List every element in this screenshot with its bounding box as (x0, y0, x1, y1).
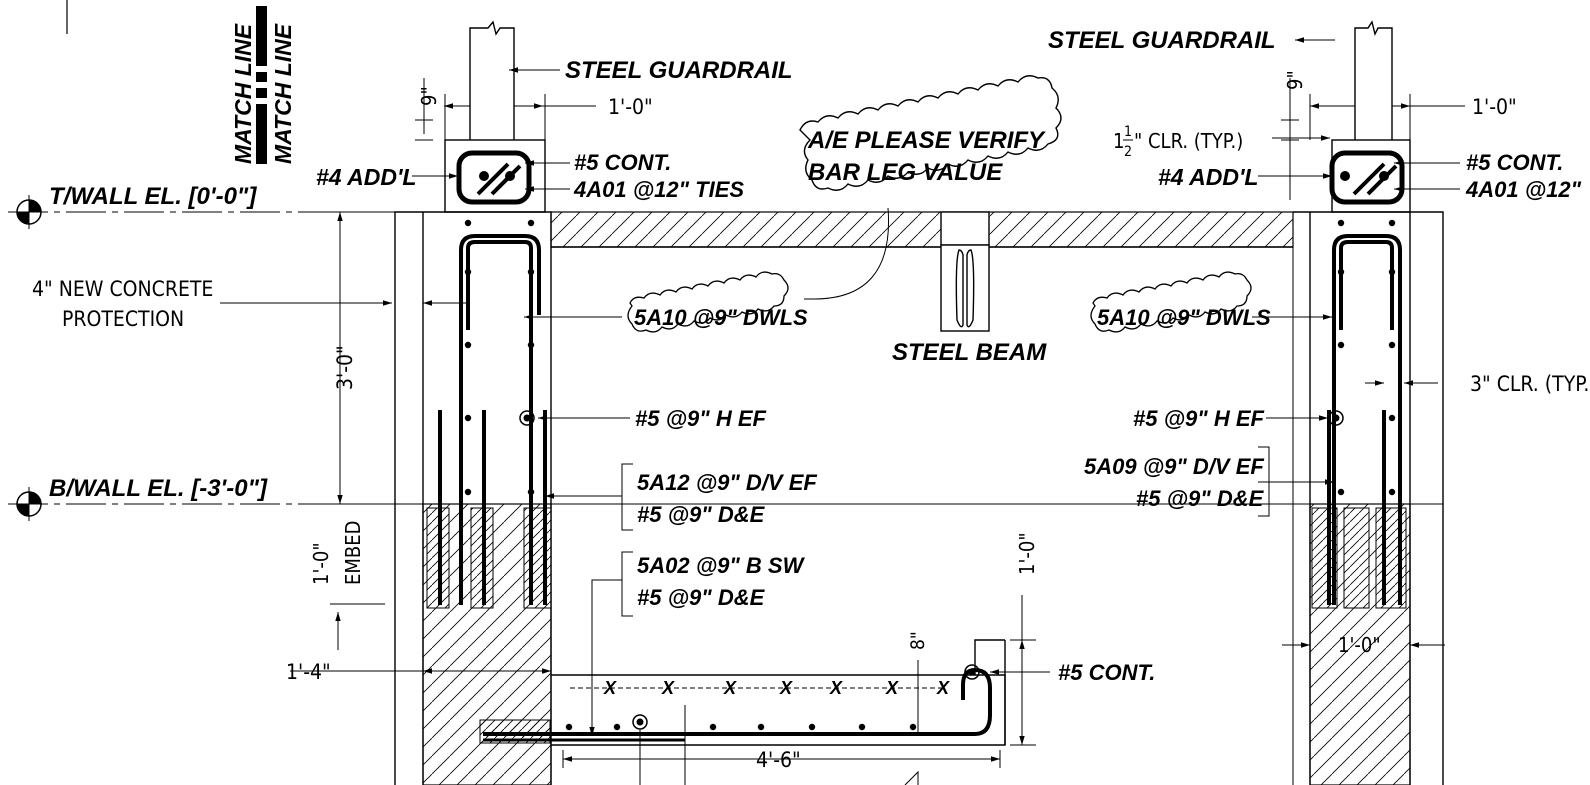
svg-text:X: X (779, 678, 793, 698)
wall-outlines (300, 20, 1444, 785)
ties-right-label: 4A01 @12" (1465, 177, 1582, 202)
dim-1-0-bottom-right: 1'-0" (1338, 633, 1381, 657)
revision-cloud (799, 75, 1062, 191)
svg-text:X: X (829, 678, 843, 698)
svg-text:X: X (936, 678, 950, 698)
bundled-bar-markers (519, 410, 1344, 730)
t-wall-el-marker (16, 195, 42, 229)
cont-5-left-label: #5 CONT. (574, 150, 671, 175)
concrete-protection-line2: PROTECTION (62, 307, 184, 331)
rebar-left-wall (438, 150, 547, 605)
add-4-left-label: #4 ADD'L (316, 164, 416, 190)
b-wall-el-label: B/WALL EL. [-3'-0"] (49, 475, 268, 502)
footing-tip-hatch (479, 719, 551, 744)
svg-text:X: X (885, 678, 899, 698)
concrete-protection-line1: 4" NEW CONCRETE (32, 277, 213, 301)
rebar-right-wall (1327, 150, 1405, 605)
x-marks: X X X X X X X (603, 678, 950, 698)
svg-text:X: X (603, 678, 617, 698)
dim-3-0: 3'-0" (333, 345, 357, 390)
dim-8: 8" (907, 631, 929, 650)
t-wall-el-label: T/WALL EL. [0'-0"] (49, 183, 257, 210)
rebar-dots (464, 171, 1396, 731)
svg-text:X: X (661, 678, 675, 698)
svg-text:X: X (723, 678, 737, 698)
dv-ef-left-label: 5A12 @9" D/V EF (637, 470, 817, 495)
dwls-cloud-right (1090, 271, 1252, 333)
clr-fraction-num: 1 (1124, 124, 1132, 140)
deck-slab-hatch (550, 211, 1294, 248)
dim-1-0-top-left: 1'-0" (608, 95, 653, 119)
clr-3-typ-label: 3" CLR. (TYP. (1470, 372, 1589, 396)
dim-4-6: 4'-6" (756, 748, 801, 772)
dwls-right-label: 5A10 @9" DWLS (1097, 305, 1271, 330)
verify-note-line1: A/E PLEASE VERIFY (807, 127, 1046, 154)
dim-1-4: 1'-4" (286, 660, 331, 684)
b-sw-label: 5A02 @9" B SW (637, 553, 806, 578)
b-wall-el-marker (16, 487, 42, 521)
h-ef-right-label: #5 @9" H EF (1133, 406, 1264, 431)
dim-9-left: 9" (417, 86, 441, 106)
cont-5-right-label: #5 CONT. (1466, 150, 1563, 175)
clr-fraction-whole: 1 (1113, 129, 1124, 153)
de-left-1-label: #5 @9" D&E (637, 502, 766, 527)
h-ef-left-label: #5 @9" H EF (635, 406, 766, 431)
embed-text: EMBED (341, 521, 365, 585)
steel-guardrail-right-label: STEEL GUARDRAIL (1048, 27, 1276, 54)
steel-beam-section (940, 211, 990, 332)
elevation-markers (8, 195, 300, 521)
match-line-label-1: MATCH LINE (230, 23, 256, 164)
verify-note-line2: BAR LEG VALUE (808, 159, 1003, 186)
add-4-right-label: #4 ADD'L (1158, 164, 1258, 190)
dim-9-right: 9" (1283, 70, 1307, 90)
de-right-1-label: #5 @9" D&E (1136, 486, 1265, 511)
dim-1-0-top-right: 1'-0" (1472, 95, 1517, 119)
match-line-symbol: MATCH LINE MATCH LINE (230, 6, 296, 164)
dwls-left-label: 5A10 @9" DWLS (634, 305, 808, 330)
steel-guardrail-left-label: STEEL GUARDRAIL (565, 57, 793, 84)
ties-left-label: 4A01 @12" TIES (573, 177, 744, 202)
dim-1-0-vertical-mid: 1'-0" (1015, 532, 1039, 575)
clr-fraction-den: 2 (1124, 144, 1132, 160)
clr-typ-label: " CLR. (TYP.) (1134, 129, 1243, 153)
de-left-2-label: #5 @9" D&E (637, 585, 766, 610)
cont-5-mid-label: #5 CONT. (1058, 660, 1155, 685)
match-line-label-2: MATCH LINE (270, 23, 296, 164)
embed-dim: 1'-0" (309, 542, 333, 585)
dv-ef-right-label: 5A09 @9" D/V EF (1084, 454, 1264, 479)
annotation-labels: T/WALL EL. [0'-0"] B/WALL EL. [-3'-0"] S… (32, 27, 1589, 772)
leaders-and-dimensions (66, 0, 1465, 785)
dwls-cloud-left (627, 271, 789, 333)
steel-beam-label: STEEL BEAM (892, 339, 1047, 366)
